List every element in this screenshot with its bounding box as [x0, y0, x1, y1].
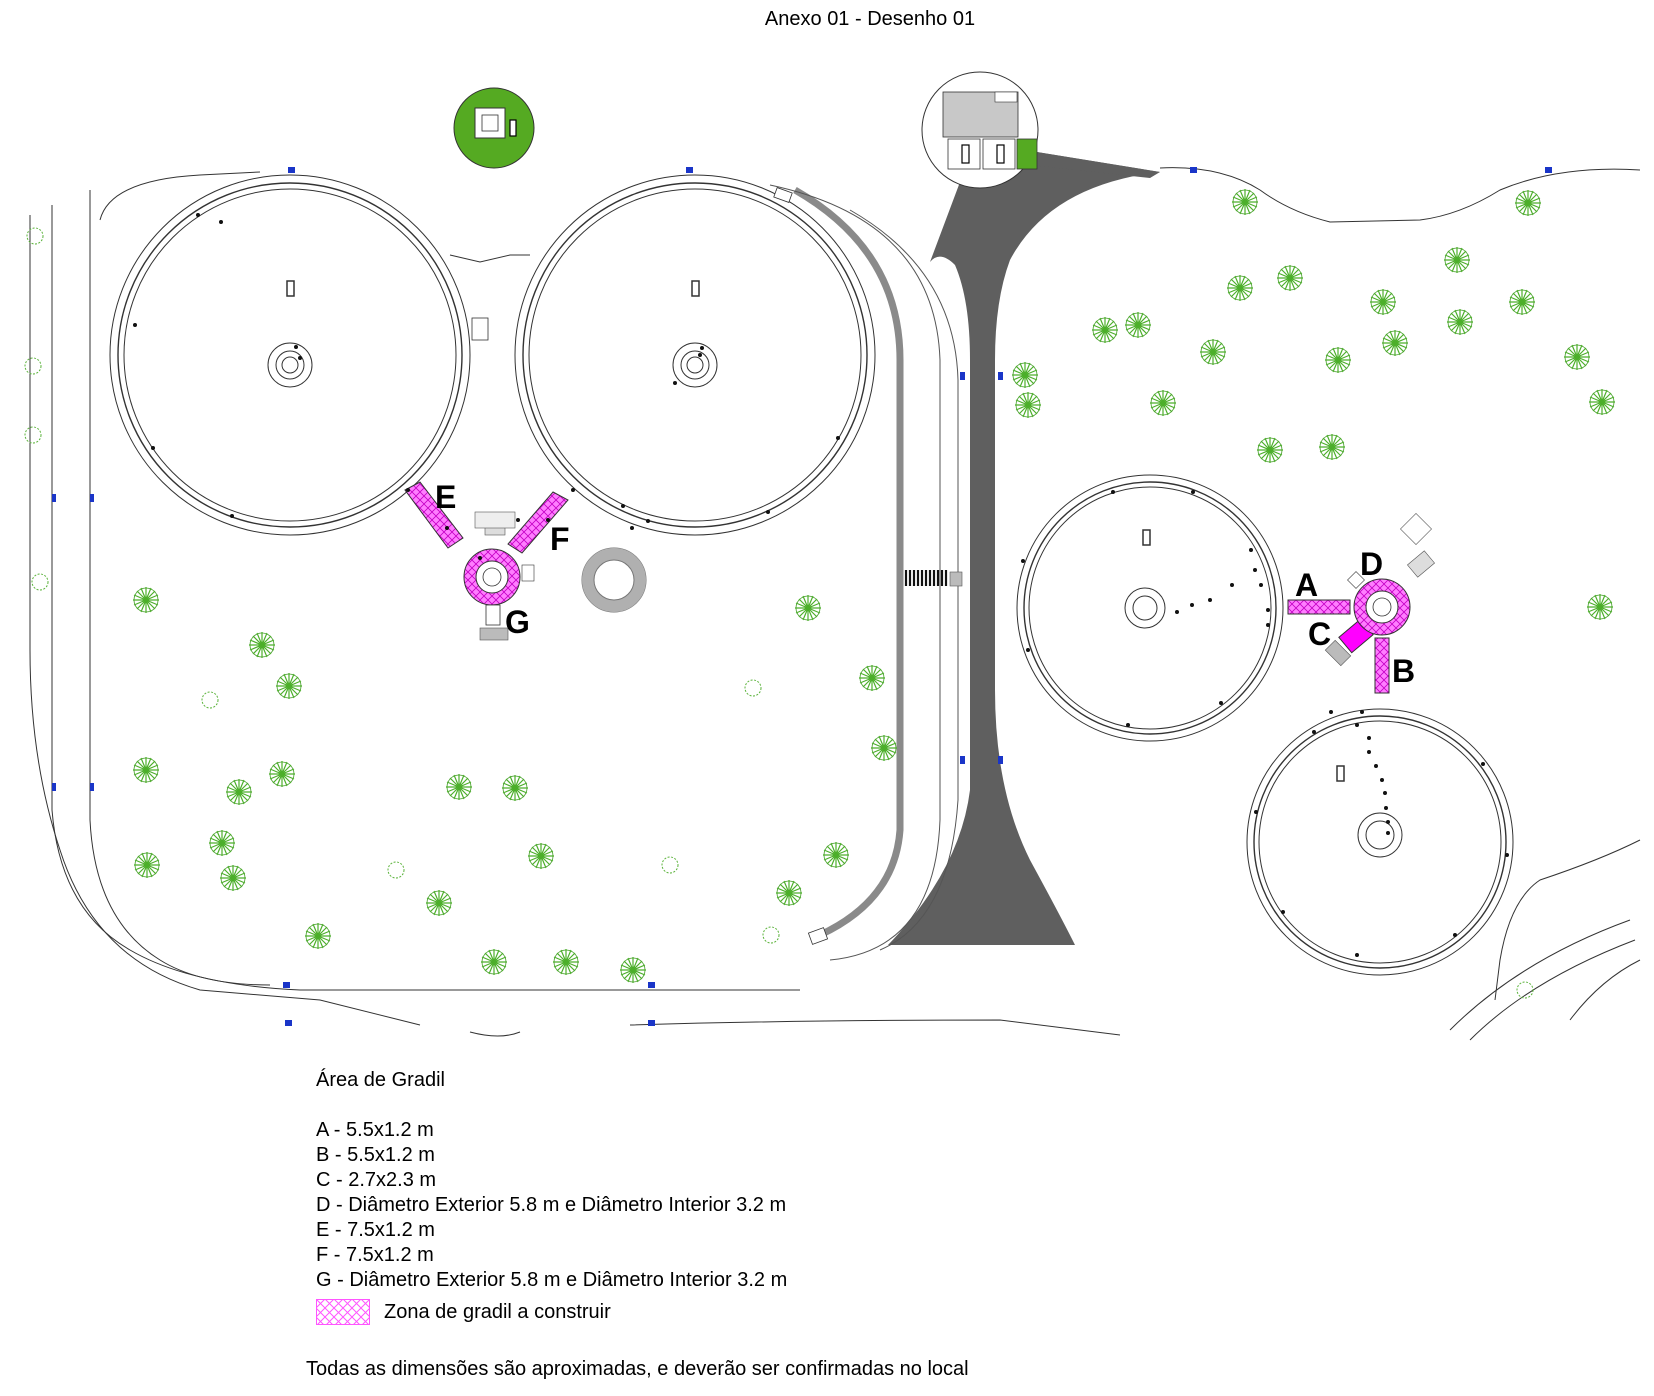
legend-zone-label: Zona de gradil a construir	[384, 1300, 611, 1323]
legend-item-a: A - 5.5x1.2 m	[316, 1119, 434, 1141]
walkway	[793, 186, 904, 939]
ring-structure	[581, 547, 647, 613]
legend-heading: Área de Gradil	[316, 1069, 445, 1091]
drawing-title: Anexo 01 - Desenho 01	[764, 8, 976, 30]
hatch-swatch	[316, 1299, 370, 1325]
gradil-right	[1287, 513, 1435, 694]
gradil-left	[404, 481, 569, 641]
legend-item-g: G - Diâmetro Exterior 5.8 m e Diâmetro I…	[316, 1269, 788, 1291]
label-f: F	[550, 521, 570, 557]
tank-2	[514, 174, 876, 536]
path-inner-edge	[849, 209, 959, 951]
label-g: G	[505, 604, 530, 640]
legend-item-d: D - Diâmetro Exterior 5.8 m e Diâmetro I…	[316, 1194, 787, 1216]
stair-crossing	[904, 570, 948, 586]
path-outer-edge	[769, 184, 941, 961]
tank-4	[1246, 708, 1514, 976]
label-e: E	[435, 479, 456, 515]
stair-landing	[949, 571, 963, 587]
service-boxes	[471, 187, 829, 945]
label-c: C	[1308, 616, 1331, 652]
legend-item-f: F - 7.5x1.2 m	[316, 1244, 434, 1266]
survey-markers	[52, 167, 1552, 1026]
label-d: D	[1360, 546, 1383, 582]
road	[888, 142, 1160, 945]
legend-item-e: E - 7.5x1.2 m	[316, 1219, 435, 1241]
tank-3	[1016, 474, 1284, 742]
label-b: B	[1392, 653, 1415, 689]
footnote: Todas as dimensões são aproximadas, e de…	[306, 1358, 969, 1380]
label-a: A	[1295, 567, 1318, 603]
spot-elevations	[133, 213, 1509, 957]
legend-item-b: B - 5.5x1.2 m	[316, 1144, 435, 1166]
legend-item-c: C - 2.7x2.3 m	[316, 1169, 437, 1191]
legend: Área de Gradil A - 5.5x1.2 m B - 5.5x1.2…	[316, 1068, 787, 1325]
green-building	[453, 87, 535, 169]
site-boundary	[29, 167, 1641, 1041]
tank-1	[109, 174, 471, 536]
building-detail	[921, 71, 1039, 189]
legend-zone: Zona de gradil a construir	[316, 1299, 787, 1325]
site-plan: A B C D E F G	[24, 71, 1641, 1041]
